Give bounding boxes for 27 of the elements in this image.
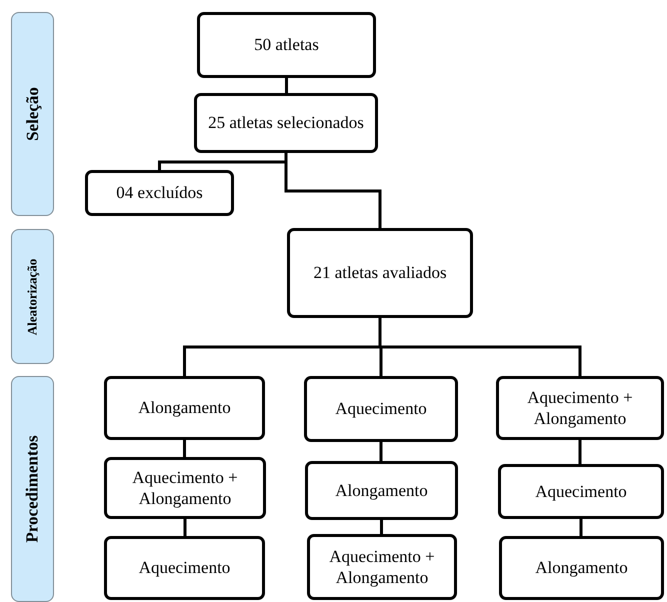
process-box: Aquecimento (498, 464, 664, 519)
stage-band (11, 12, 54, 216)
process-box: Aquecimento + Alongamento (496, 376, 664, 440)
connector-line (183, 440, 186, 457)
stage-label: Aleatorização (24, 258, 40, 335)
process-box: Aquecimento + Alongamento (104, 457, 266, 519)
connector-line (284, 153, 382, 228)
connector-line (184, 519, 186, 536)
connector-line (580, 519, 582, 536)
stage-label: Seleção (22, 87, 42, 141)
process-box: Aquecimento + Alongamento (307, 534, 457, 600)
connector-line (578, 440, 582, 464)
process-box: 50 atletas (197, 12, 376, 78)
process-box: Aquecimento (304, 376, 458, 442)
process-box: Alongamento (305, 461, 458, 520)
process-box: Aquecimento (104, 536, 265, 600)
process-box: 21 atletas avaliados (287, 228, 473, 318)
connector-line (285, 78, 288, 93)
stage-band (11, 376, 54, 602)
connector-line (380, 520, 383, 534)
process-box: 25 atletas selecionados (194, 93, 378, 153)
process-box: 04 excluídos (85, 170, 234, 216)
process-box: Alongamento (104, 376, 265, 440)
connector-line (380, 442, 382, 461)
stage-label: Procedimentos (22, 435, 42, 543)
process-box: Alongamento (499, 536, 664, 600)
stage-band (11, 229, 54, 364)
